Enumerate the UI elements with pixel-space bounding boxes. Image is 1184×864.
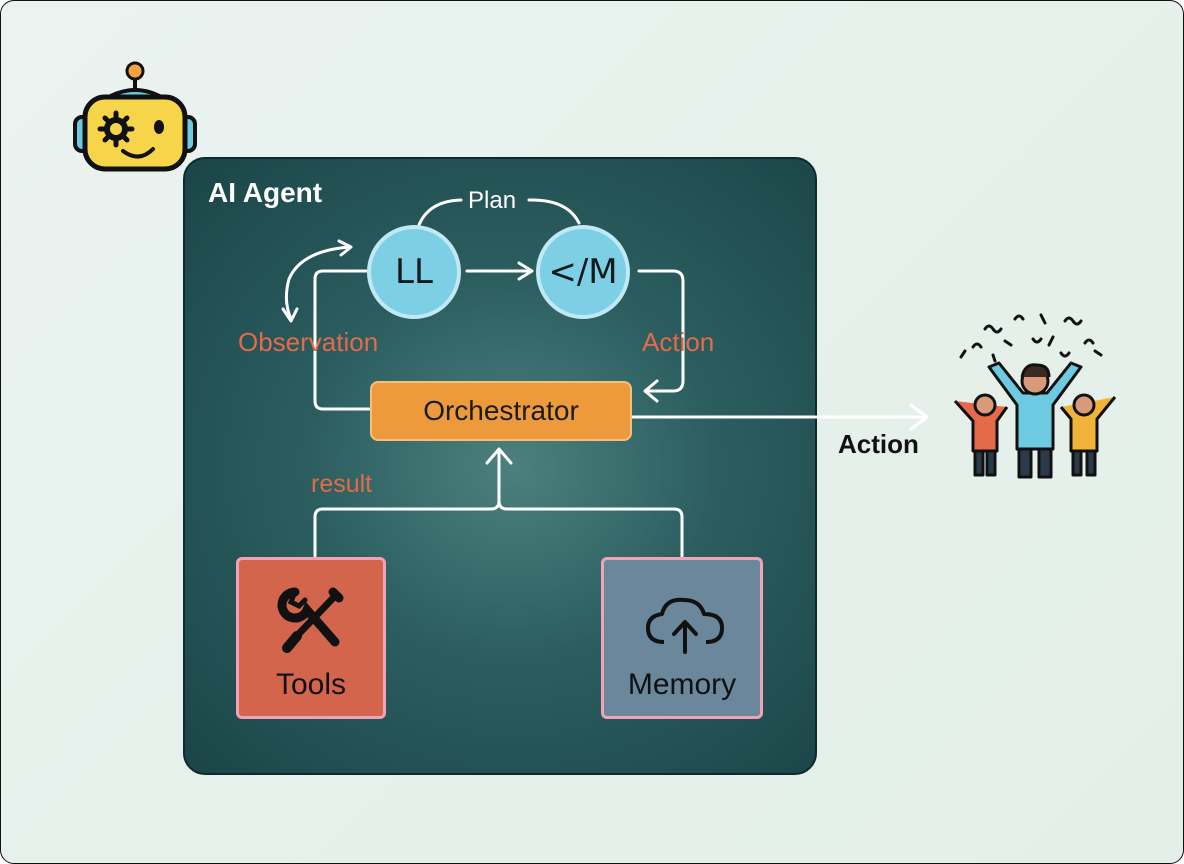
wrench-screwdriver-icon: [277, 587, 344, 653]
robot-icon: [73, 61, 197, 172]
llm-node-label: LL: [395, 252, 433, 292]
tools-label: Tools: [275, 668, 347, 701]
external-action-label: Action: [838, 429, 919, 459]
cloud-upload-icon: [646, 597, 724, 654]
observation-label: Observation: [238, 327, 379, 357]
code-node: </M: [536, 225, 630, 319]
celebrating-people-icon: [953, 313, 1117, 479]
memory-label: Memory: [627, 668, 737, 701]
result-label: result: [311, 470, 373, 498]
orchestrator-label: Orchestrator: [423, 395, 579, 426]
memory-card: Memory: [601, 557, 763, 719]
tools-card: Tools: [236, 557, 386, 719]
agent-title: AI Agent: [208, 177, 323, 208]
llm-node: LL: [367, 225, 461, 319]
code-node-label: </M: [548, 252, 618, 292]
plan-label: Plan: [468, 187, 517, 214]
internal-action-label: Action: [642, 327, 715, 357]
orchestrator-box: Orchestrator: [370, 381, 632, 441]
